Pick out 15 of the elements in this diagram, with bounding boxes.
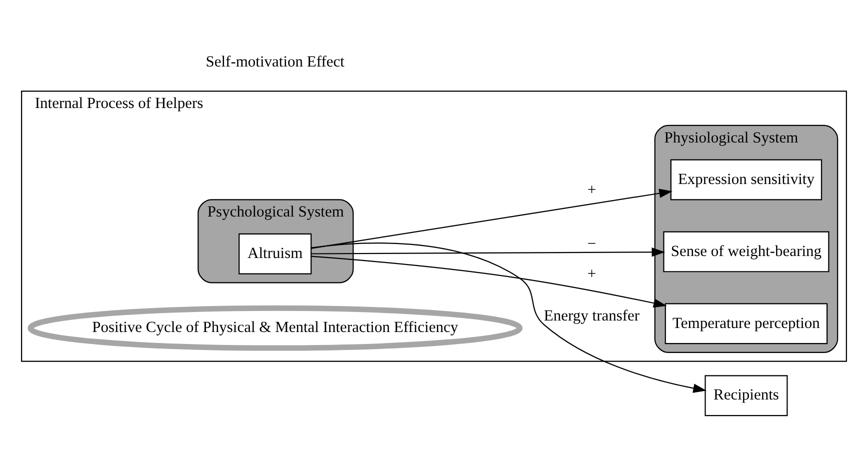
node-box: Expression sensitivity [670, 159, 822, 200]
arrow [311, 256, 667, 308]
edge-label: Energy transfer [544, 308, 640, 325]
node-ellipse: Positive Cycle of Physical & Mental Interaction Efficiency [28, 305, 523, 351]
node-box: Sense of weight-bearing [663, 231, 830, 272]
edge-label: − [587, 236, 596, 253]
arrow [311, 247, 666, 257]
label: Self-motivation Effect [206, 53, 344, 70]
arrow [311, 188, 672, 249]
node-box: Recipients [704, 375, 788, 416]
edge-label: + [587, 265, 596, 282]
edge-label: + [587, 181, 596, 198]
node-box: Altruism [238, 233, 312, 274]
node-box: Temperature perception [664, 303, 828, 344]
arrow [311, 242, 707, 393]
